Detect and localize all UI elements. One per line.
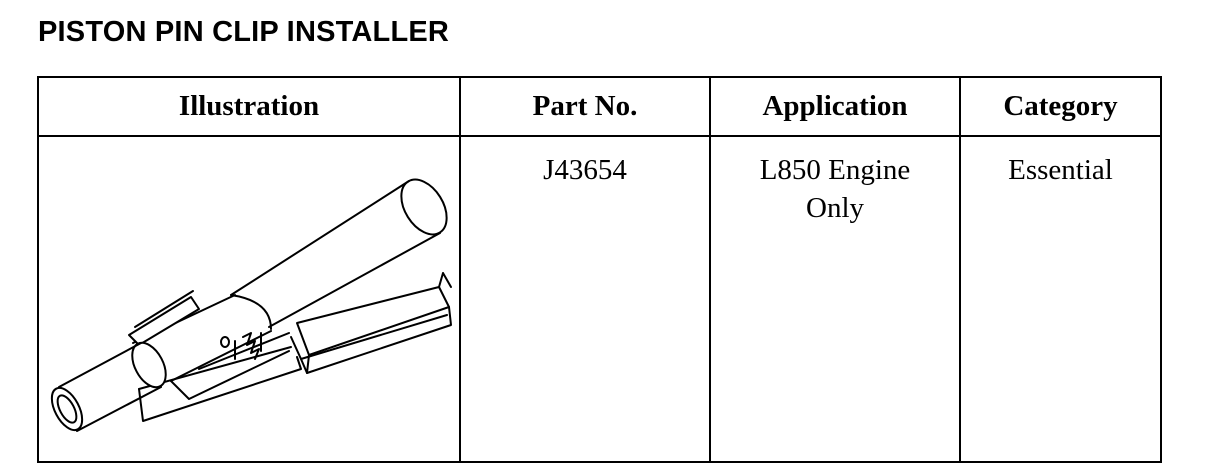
piston-pin-clip-installer-tool-drawing	[50, 178, 452, 432]
table-header-row: Illustration Part No. Application Catego…	[37, 76, 1162, 137]
part-no-cell: J43654	[459, 135, 711, 463]
tool-table: Illustration Part No. Application Catego…	[37, 76, 1162, 463]
header-category: Category	[959, 76, 1162, 137]
header-illustration: Illustration	[37, 76, 461, 137]
page-title: PISTON PIN CLIP INSTALLER	[38, 16, 450, 48]
category-cell: Essential	[959, 135, 1162, 463]
header-part-no: Part No.	[459, 76, 711, 137]
application-cell: L850 Engine Only	[709, 135, 961, 463]
application-line-1: L850 Engine	[759, 154, 911, 186]
header-application: Application	[709, 76, 961, 137]
illustration-cell	[37, 135, 461, 463]
table-row: J43654 L850 Engine Only Essential	[37, 135, 1162, 463]
application-line-2: Only	[806, 192, 864, 224]
